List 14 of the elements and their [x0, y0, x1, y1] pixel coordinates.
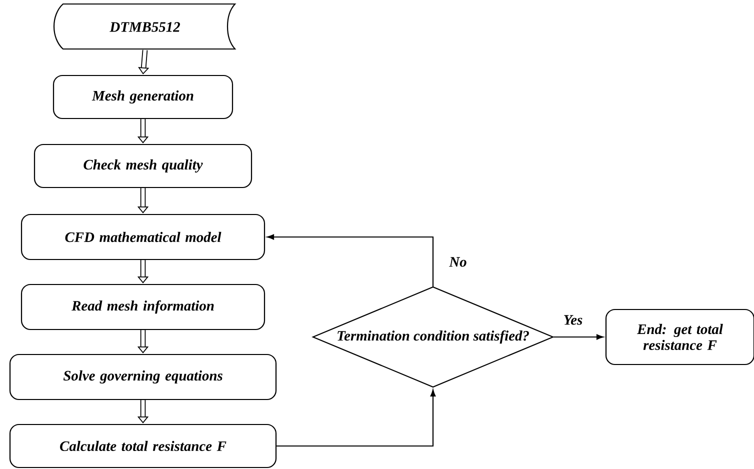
arrow — [554, 334, 604, 340]
arrow — [138, 50, 150, 74]
process-box: Mesh generation — [52, 74, 234, 120]
process-box: Check mesh quality — [34, 144, 252, 188]
start-tape: DTMB5512 — [53, 3, 236, 50]
edge-label: Yes — [562, 314, 584, 326]
arrow — [276, 390, 436, 447]
arrow — [267, 234, 434, 286]
process-box: CFD mathematical model — [20, 214, 266, 260]
process-box: Solve governing equations — [9, 354, 277, 400]
edge-label: No — [448, 256, 468, 268]
process-box: Calculate total resistance F — [9, 424, 277, 468]
process-box: End: get total resistance F — [605, 308, 754, 366]
process-box: Read mesh information — [20, 284, 266, 330]
